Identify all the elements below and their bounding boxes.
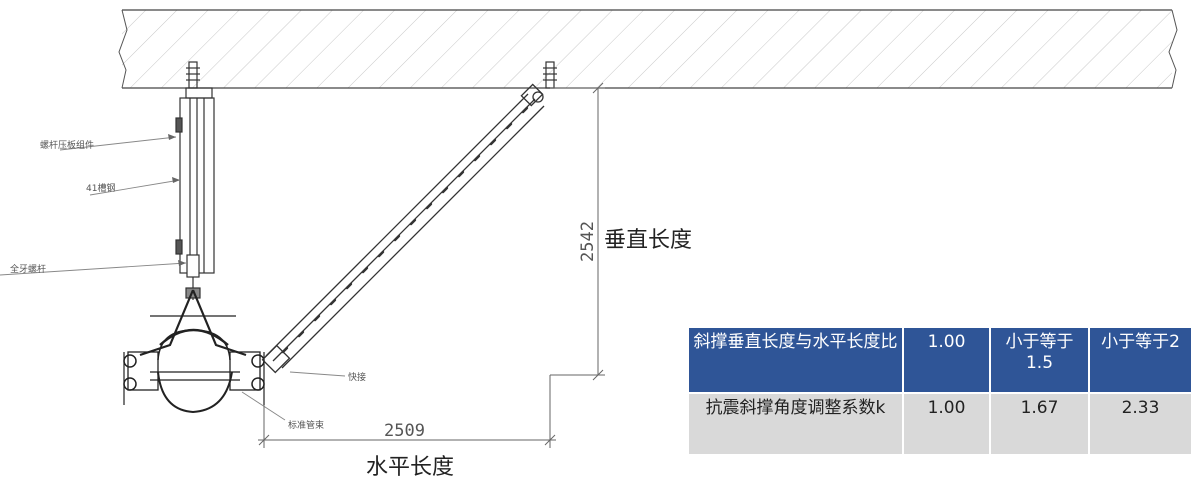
pipe-clamp xyxy=(123,289,265,414)
threaded-rod-label: 全牙螺杆 xyxy=(10,263,46,275)
threaded-rod xyxy=(185,254,201,299)
table-cell: 1.67 xyxy=(991,394,1088,454)
brace-slot xyxy=(505,122,513,130)
table-header-cell: 1.00 xyxy=(904,328,989,392)
brace-slot xyxy=(409,218,417,226)
brace-slot xyxy=(377,250,385,258)
brace-slot xyxy=(361,266,369,274)
quick-connect-label: 快接 xyxy=(348,371,366,383)
table-row: 抗震斜撑角度调整系数k 1.00 1.67 2.33 xyxy=(689,394,1191,454)
pipe-clamp-label: 标准管束 xyxy=(288,419,324,431)
brace-slot xyxy=(441,186,449,194)
horizontal-length-label: 水平长度 xyxy=(366,455,454,480)
leader-lines xyxy=(0,136,346,421)
brace-slot xyxy=(457,170,465,178)
diagonal-brace xyxy=(261,83,545,374)
brace-slot xyxy=(489,138,497,146)
horizontal-dimension-value: 2509 xyxy=(384,421,425,441)
table-header-row: 斜撑垂直长度与水平长度比 1.00 小于等于1.5 小于等于2 xyxy=(689,328,1191,392)
brace-slot xyxy=(393,234,401,242)
brace-slot xyxy=(329,298,337,306)
table-cell: 1.00 xyxy=(904,394,989,454)
vertical-length-label: 垂直长度 xyxy=(604,228,692,253)
brace-slot xyxy=(425,202,433,210)
ceiling-slab xyxy=(118,9,1178,89)
table-cell: 2.33 xyxy=(1090,394,1191,454)
brace-slot xyxy=(313,314,321,322)
brace-slot xyxy=(345,282,353,290)
table-header-cell: 小于等于1.5 xyxy=(991,328,1088,392)
table-header-cell: 小于等于2 xyxy=(1090,328,1191,392)
brace-slot xyxy=(521,106,529,114)
brace-slots xyxy=(281,106,529,354)
table-header-cell: 斜撑垂直长度与水平长度比 xyxy=(689,328,902,392)
brace-slot xyxy=(473,154,481,162)
channel-41-label: 41槽钢 xyxy=(86,182,115,194)
brace-slot xyxy=(297,330,305,338)
horizontal-dimension xyxy=(258,374,598,448)
vertical-dimension-value: 2542 xyxy=(578,221,598,262)
brace-coefficient-table: 斜撑垂直长度与水平长度比 1.00 小于等于1.5 小于等于2 抗震斜撑角度调整… xyxy=(687,326,1193,456)
table-cell: 抗震斜撑角度调整系数k xyxy=(689,394,902,454)
leader-arrows xyxy=(168,134,186,266)
brace-slot xyxy=(281,346,289,354)
rod-clamp-label: 螺杆压板组件 xyxy=(40,139,94,151)
